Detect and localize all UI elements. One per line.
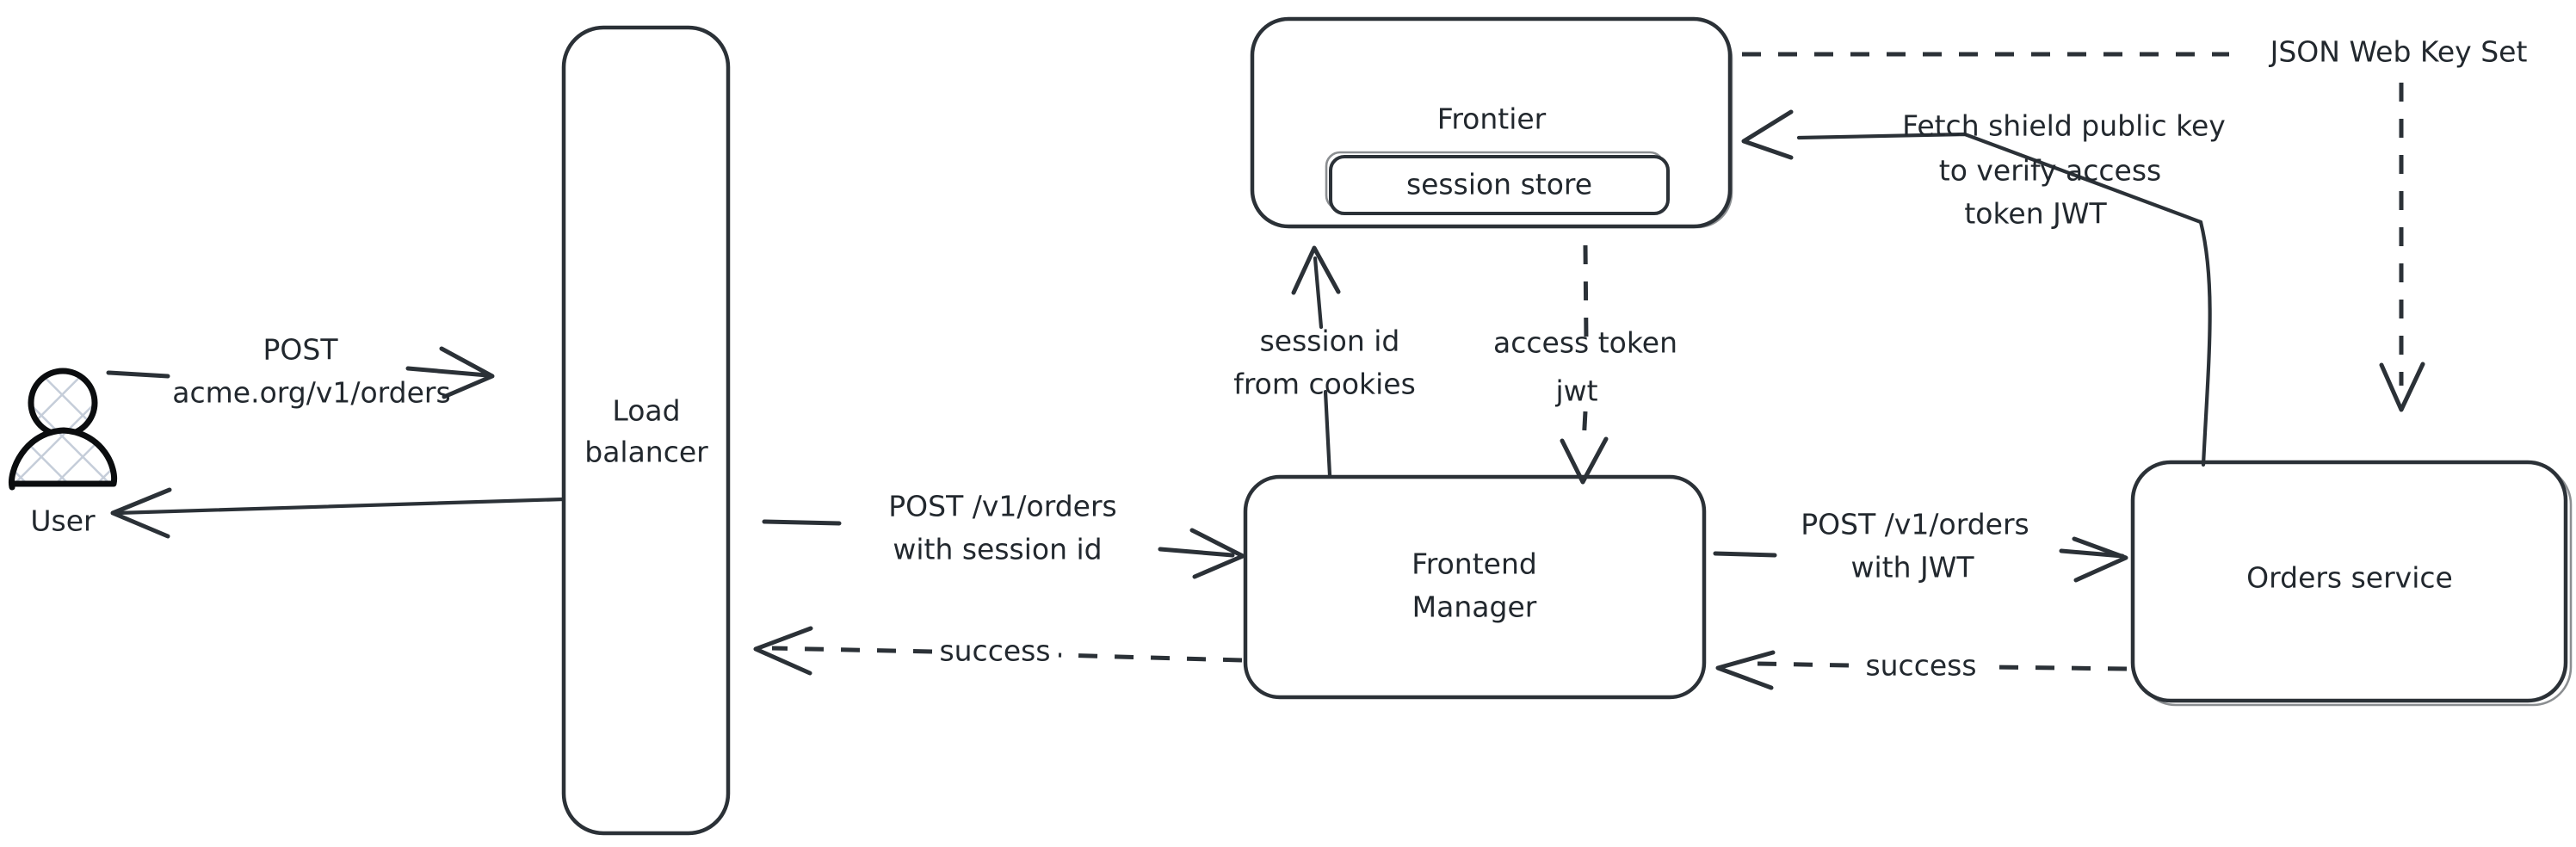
edge-fm-to-frontier: session id from cookies — [1233, 245, 1416, 478]
fm-to-orders-label-line2: with JWT — [1850, 551, 1974, 584]
user-head-icon — [28, 368, 98, 438]
load-balancer-label-line1: Load — [612, 394, 680, 428]
frontier-to-fm-label-line2: jwt — [1554, 374, 1597, 408]
fm-to-frontier-line-lower — [1323, 389, 1332, 478]
jwks-label: JSON Web Key Set — [2269, 35, 2528, 69]
user-to-lb-label-line1: POST — [263, 333, 339, 367]
lb-to-fm-line-right — [1158, 547, 1235, 558]
fm-to-frontier-line-upper — [1313, 256, 1324, 330]
fm-to-orders-line-left — [1713, 551, 1777, 558]
fm-to-frontier-label-line2: from cookies — [1233, 368, 1416, 401]
node-frontier[interactable]: Frontier session store — [1250, 16, 1733, 229]
lb-to-user-arrowhead — [110, 487, 172, 539]
orders-to-frontier-curve — [2198, 219, 2212, 467]
user-label: User — [30, 504, 96, 538]
edge-fm-to-lb-success: success — [753, 626, 1243, 676]
frontend-manager-shape — [1243, 474, 1707, 700]
fm-to-frontier-label-line1: session id — [1260, 325, 1400, 358]
fm-to-orders-line-right — [2059, 548, 2125, 559]
edge-frontier-to-orders-jwks: JSON Web Key Set — [1742, 35, 2528, 412]
load-balancer-shape — [561, 25, 731, 836]
frontier-to-fm-line-upper — [1583, 244, 1589, 342]
frontier-to-fm-label-line1: access token — [1493, 326, 1677, 360]
orders-to-frontier-arrowhead — [1741, 109, 1794, 160]
node-load-balancer[interactable]: Load balancer — [561, 25, 731, 836]
user-to-lb-arrowhead — [439, 346, 495, 399]
frontend-manager-label-line2: Manager — [1412, 590, 1537, 624]
frontend-manager-label-line1: Frontend — [1412, 547, 1537, 581]
edge-user-to-load-balancer: POST acme.org/v1/orders — [106, 333, 495, 410]
frontier-to-fm-arrowhead — [1560, 436, 1609, 485]
fm-to-frontier-arrowhead — [1291, 245, 1341, 295]
edge-fm-to-orders: POST /v1/orders with JWT — [1713, 508, 2128, 584]
load-balancer-label-line2: balancer — [584, 436, 708, 469]
fm-to-orders-arrowhead — [2072, 536, 2128, 583]
orders-to-frontier-line — [1796, 132, 2203, 225]
orders-to-frontier-label-line2: to verify access — [1939, 154, 2161, 188]
fm-to-lb-success-line-right — [1058, 652, 1243, 663]
edge-lb-to-frontend-manager: POST /v1/orders with session id — [762, 490, 1245, 579]
orders-to-fm-success-arrowhead — [1715, 650, 1776, 690]
lb-to-fm-line-left — [762, 519, 842, 526]
session-store-shape — [1329, 155, 1670, 215]
edge-orders-to-fm-success: success — [1715, 649, 2128, 690]
orders-service-label: Orders service — [2246, 561, 2453, 595]
lb-to-fm-label-line2: with session id — [893, 533, 1102, 566]
fm-to-lb-success-label: success — [939, 634, 1050, 668]
user-to-lb-line-right — [405, 366, 490, 378]
fm-to-lb-success-arrowhead — [753, 626, 813, 676]
jwks-arrowhead — [2379, 362, 2425, 412]
lb-to-fm-label-line1: POST /v1/orders — [888, 490, 1116, 523]
user-body-icon — [8, 427, 118, 491]
actor-user: User — [8, 368, 118, 538]
orders-to-fm-success-label: success — [1865, 649, 1976, 683]
fm-to-lb-success-line-left — [771, 646, 933, 654]
frontier-to-fm-line-lower — [1581, 411, 1588, 444]
user-to-lb-line-left — [106, 370, 170, 379]
orders-to-frontier-label-line1: Fetch shield public key — [1902, 109, 2226, 143]
lb-to-user-line — [114, 497, 566, 516]
node-frontend-manager[interactable]: Frontend Manager — [1243, 474, 1707, 700]
lb-to-fm-arrowhead — [1189, 528, 1245, 579]
frontier-label: Frontier — [1437, 102, 1547, 136]
orders-to-fm-success-line-left — [1757, 661, 1850, 668]
user-to-lb-label-line2: acme.org/v1/orders — [172, 376, 450, 410]
session-store-label: session store — [1406, 168, 1592, 201]
fm-to-orders-label-line1: POST /v1/orders — [1801, 508, 2029, 541]
edge-frontier-to-fm: access token jwt — [1493, 244, 1677, 485]
orders-to-fm-success-line-right — [1992, 665, 2128, 671]
edge-lb-to-user — [110, 487, 566, 539]
orders-service-shape — [2130, 460, 2568, 703]
edge-orders-to-frontier: Fetch shield public key to verify access… — [1741, 109, 2226, 467]
node-orders-service[interactable]: Orders service — [2130, 460, 2573, 707]
orders-to-frontier-label-line3: token JWT — [1964, 197, 2107, 231]
